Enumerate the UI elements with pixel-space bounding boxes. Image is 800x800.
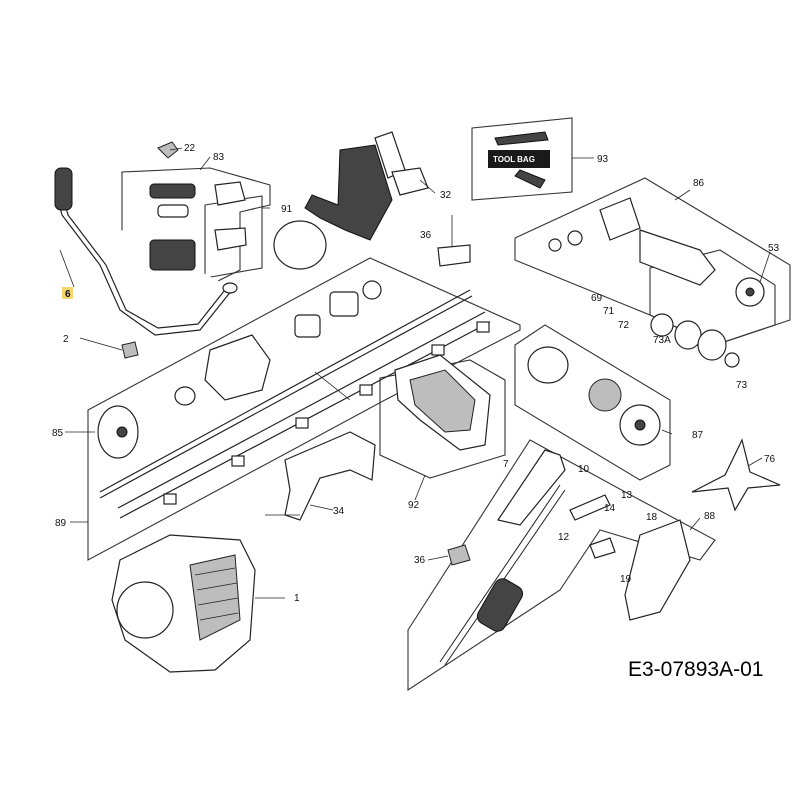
knob-part xyxy=(157,141,179,159)
callout-93: 93 xyxy=(597,154,609,165)
blade-part xyxy=(691,438,781,512)
callout-34: 34 xyxy=(333,506,345,517)
callout-73: 73A xyxy=(653,335,671,346)
frame-93 xyxy=(471,117,573,201)
callout-72: 71 xyxy=(603,306,615,317)
trimmer-head-part xyxy=(527,346,661,446)
harness-part xyxy=(273,131,429,270)
tool-bag-label: TOOL BAG xyxy=(493,155,535,164)
callout-12: 12 xyxy=(558,532,570,543)
callout-53: 36 xyxy=(420,230,432,241)
frame-89 xyxy=(514,324,671,481)
callout-89: 87 xyxy=(692,430,704,441)
throttle-part xyxy=(439,449,691,666)
clutch-housing-part xyxy=(97,280,382,459)
callout-18: 18 xyxy=(646,512,658,523)
callout-90: 89 xyxy=(55,518,67,529)
callout-10: 10 xyxy=(578,464,590,475)
diagram-code: E3-07893A-01 xyxy=(628,658,763,681)
engine-part xyxy=(111,534,256,673)
bracket-part xyxy=(437,215,471,267)
callout-92: 92 xyxy=(408,500,420,511)
clip-36-part xyxy=(447,544,471,566)
frame-90 xyxy=(87,257,521,561)
callout-88: 86 xyxy=(693,178,705,189)
callout-91: 91 xyxy=(281,204,293,215)
callout-69: 53 xyxy=(768,243,780,254)
loop-handle-part xyxy=(265,431,376,521)
callout-32: 32 xyxy=(440,190,452,201)
tool-bag-part: TOOL BAG xyxy=(488,131,550,189)
callout-86: 83 xyxy=(213,152,225,163)
callout-19: 19 xyxy=(620,574,632,585)
callout-71: 69 xyxy=(591,293,603,304)
callout-83: 76 xyxy=(764,454,776,465)
callout-14: 14 xyxy=(604,503,616,514)
callout-22: 22 xyxy=(184,143,196,154)
frame-87 xyxy=(407,439,716,692)
washers-part xyxy=(650,313,740,368)
callout-1: 1 xyxy=(294,593,300,604)
clip-2-part xyxy=(121,341,139,359)
clamp-parts xyxy=(149,181,247,271)
callout-87: 88 xyxy=(704,511,716,522)
callout-76: 73 xyxy=(736,380,748,391)
callout-2: 2 xyxy=(63,334,69,345)
leader-lines xyxy=(59,147,771,599)
frame-69 xyxy=(649,249,776,346)
callout-36-display: 36 xyxy=(414,555,426,566)
parts: TOOL BAG xyxy=(54,131,781,673)
callout-73A: 72 xyxy=(618,320,630,331)
callout-6-highlight xyxy=(62,287,73,299)
handle-bar-part xyxy=(54,167,238,336)
gear-head-part xyxy=(548,197,765,307)
callout-6: 6 xyxy=(65,289,71,300)
group-frames xyxy=(87,117,791,692)
callout-7: 7 xyxy=(503,459,509,470)
frame-92 xyxy=(379,359,506,479)
shaft-clips xyxy=(163,321,490,505)
guard-part xyxy=(394,354,491,451)
callout-numbers: 6 22 83 91 32 93 86 53 36 69 71 72 73A 7… xyxy=(52,143,780,604)
callout-85: 85 xyxy=(52,428,64,439)
callout-13: 13 xyxy=(621,490,633,501)
